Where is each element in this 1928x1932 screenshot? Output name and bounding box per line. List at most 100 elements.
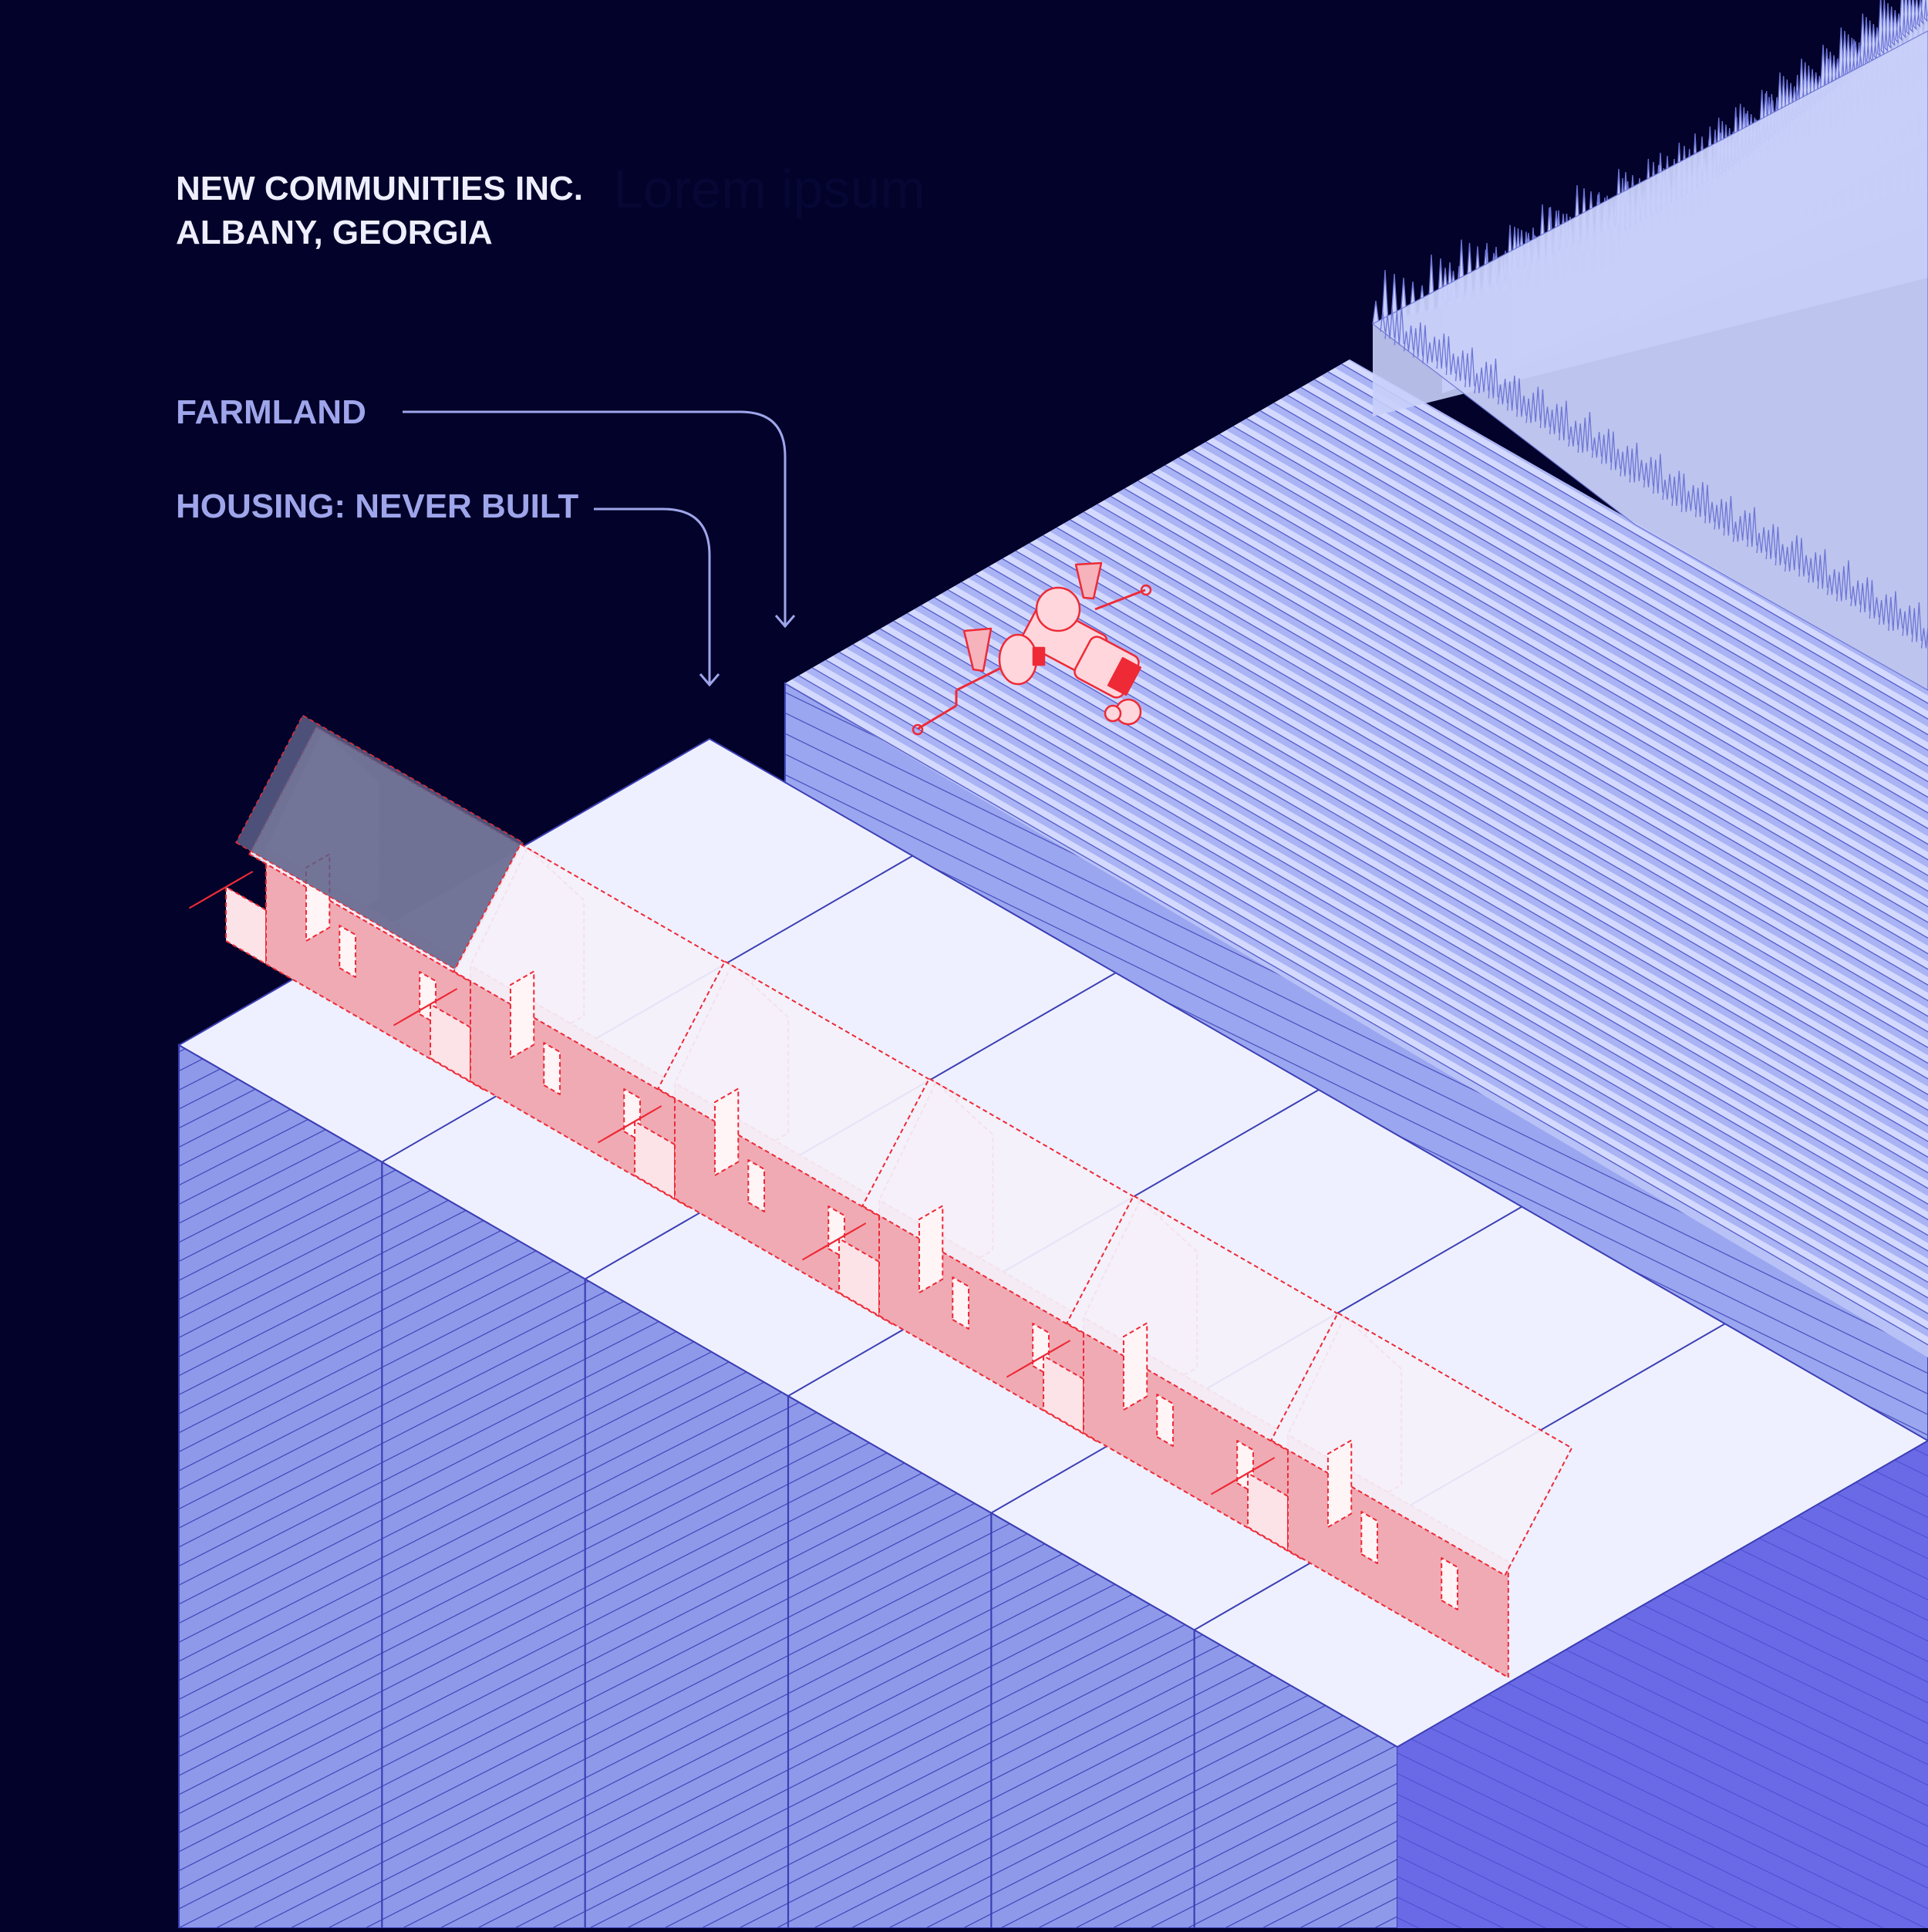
house-roof — [453, 843, 756, 1108]
farmland-row — [1219, 430, 1928, 1148]
farmland-row-shadow — [1158, 465, 1928, 1184]
farmland-row — [1165, 461, 1928, 1180]
farmland-row-line — [879, 628, 1928, 1344]
farmland-row — [825, 656, 1928, 1374]
farmland-row — [1084, 507, 1928, 1226]
house-roof — [657, 960, 960, 1225]
farmland-row-line — [1218, 433, 1928, 1149]
farmland-row-shadow — [914, 605, 1928, 1324]
farmland-row — [1192, 446, 1928, 1164]
farmland-row-line — [1002, 558, 1928, 1274]
farmland-row-shadow — [1063, 520, 1928, 1238]
farmland-row-shadow — [1036, 535, 1928, 1254]
farmland-row-line — [811, 667, 1928, 1383]
farmland-row — [989, 562, 1928, 1281]
crop-field — [1371, 0, 1928, 691]
farmland-row-shadow — [873, 629, 1928, 1347]
farmland-row-shadow — [1280, 395, 1928, 1114]
farmland-row — [1002, 555, 1928, 1273]
farmland-row — [1057, 524, 1928, 1242]
tractor-illustration — [912, 561, 1152, 736]
farmland-row-line — [1341, 363, 1928, 1079]
farmland-row-shadow — [1050, 528, 1928, 1246]
farmland-row-line — [1327, 371, 1928, 1087]
farmland-row — [1287, 391, 1928, 1110]
farmland-row — [1314, 376, 1928, 1094]
farmland-row-shadow — [1294, 387, 1928, 1106]
house-porch — [225, 886, 267, 965]
farmland-row-shadow — [1212, 433, 1928, 1152]
farmland-row-line — [947, 589, 1928, 1305]
farmland-row-line — [1043, 534, 1928, 1250]
house-porch — [634, 1121, 676, 1199]
farmland-row — [798, 671, 1928, 1390]
farmland-row-shadow — [805, 667, 1928, 1386]
house-stair-step — [1006, 1363, 1031, 1378]
farmland-row-shadow — [928, 598, 1928, 1316]
callout-housing: HOUSING: NEVER BUILT — [176, 487, 579, 525]
farmland-row — [1070, 515, 1928, 1234]
callout-leaders — [403, 410, 796, 687]
farmland-row-line — [1246, 417, 1928, 1134]
house-window — [1441, 1557, 1458, 1610]
farmland-row — [1151, 469, 1928, 1188]
farmland-row-shadow — [1104, 496, 1928, 1215]
farmland-row — [1328, 368, 1928, 1086]
house-window — [543, 1042, 561, 1095]
farmland-row-shadow — [1253, 410, 1928, 1129]
housing-leader-line — [594, 507, 711, 685]
farmland-row-line — [988, 565, 1928, 1282]
farmland-row-shadow — [1307, 379, 1928, 1098]
farmland-row — [1029, 539, 1928, 1258]
farmland-row-shadow — [1117, 488, 1928, 1207]
farmland-row-line — [1097, 504, 1928, 1219]
farmland-row — [907, 609, 1928, 1328]
farmland-row-line — [893, 620, 1928, 1336]
house-door — [1326, 1439, 1353, 1528]
title-organization: NEW COMMUNITIES INC. — [176, 170, 583, 207]
farmland-row-line — [839, 651, 1928, 1367]
farmland-row — [934, 593, 1928, 1312]
farmland-row-shadow — [996, 558, 1928, 1277]
title-location: ALBANY, GEORGIA — [176, 214, 493, 251]
farmland-row-shadow — [968, 574, 1928, 1293]
farmland-row-line — [1070, 519, 1928, 1235]
house-window — [1156, 1394, 1175, 1447]
farmland-row-shadow — [1185, 450, 1928, 1168]
house-roof — [861, 1077, 1165, 1342]
farmland-row — [1273, 399, 1928, 1118]
crop-field-stalks — [1380, 305, 1928, 649]
farmland-row — [893, 617, 1928, 1336]
farmland-row-shadow — [1009, 551, 1928, 1269]
farmland-row-line — [1259, 410, 1928, 1126]
farmland-row — [948, 585, 1928, 1304]
house-door — [918, 1205, 944, 1293]
farmland-row-shadow — [887, 621, 1928, 1340]
farmland-row-shadow — [1199, 442, 1928, 1160]
house-stair-step — [393, 1011, 418, 1027]
farmland-row-shadow — [1023, 543, 1928, 1262]
lot-right-side — [1397, 1441, 1928, 1928]
farmland-row-line — [785, 683, 1928, 1398]
farmland-row-line — [1138, 480, 1928, 1196]
farmland-row-line — [1232, 426, 1928, 1141]
farmland-row-line — [1124, 487, 1928, 1204]
farmland-row-line — [1273, 402, 1928, 1118]
farmland-row-line — [961, 582, 1928, 1297]
farmland-row — [1300, 383, 1928, 1102]
farmland-row-shadow — [1239, 418, 1928, 1137]
farmland-row-shadow — [1267, 403, 1928, 1121]
farmland-row-line — [1178, 457, 1928, 1172]
farmland-row — [839, 648, 1928, 1367]
crop-field-mass — [1371, 30, 1928, 691]
house-porch — [430, 1003, 471, 1082]
farmland-row-shadow — [1077, 511, 1928, 1230]
farmland-row-shadow — [982, 566, 1928, 1285]
farmland-row — [975, 570, 1928, 1289]
house-door — [1122, 1322, 1148, 1411]
houses-never-built — [188, 714, 1573, 1678]
farmland-row — [1016, 547, 1928, 1266]
house-window — [339, 925, 357, 978]
farmland-row — [1111, 492, 1928, 1211]
farmland-row-shadow — [1131, 480, 1928, 1199]
